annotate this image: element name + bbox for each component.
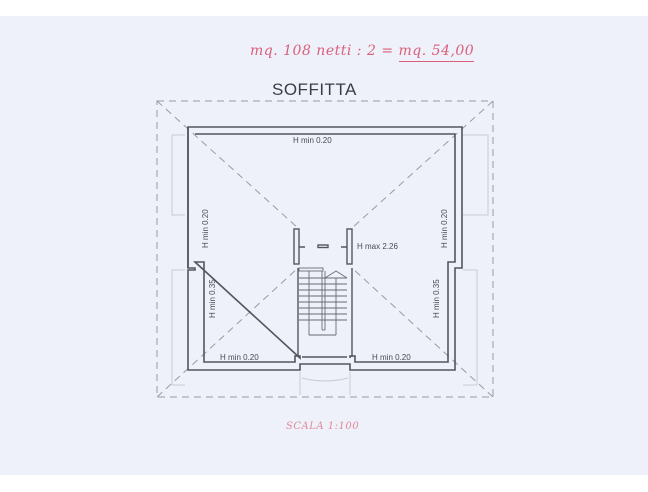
label-left-lower: H min 0.35	[208, 279, 217, 318]
label-right-upper: H min 0.20	[440, 209, 449, 248]
label-center-hmax: H max 2.26	[357, 242, 398, 251]
label-left-upper: H min 0.20	[201, 209, 210, 248]
label-right-lower: H min 0.35	[432, 279, 441, 318]
stair-steps	[298, 267, 348, 336]
area-calculation: mq. 108 netti : 2 =	[250, 43, 399, 59]
area-result: mq. 54,00	[398, 43, 475, 62]
label-top: H min 0.20	[293, 136, 332, 145]
plan-title: SOFFITTA	[272, 80, 357, 99]
scale-note: SCALA 1:100	[286, 421, 360, 432]
handwritten-area-note: mq. 108 netti : 2 = mq. 54,00	[250, 43, 475, 62]
label-bottom-left: H min 0.20	[220, 353, 259, 362]
stairwell	[293, 228, 353, 358]
outer-wall	[187, 126, 463, 371]
projection-lines	[171, 134, 489, 395]
roof-outline	[156, 100, 494, 398]
roof-hip-lines	[156, 100, 494, 398]
label-bottom-right: H min 0.20	[372, 353, 411, 362]
